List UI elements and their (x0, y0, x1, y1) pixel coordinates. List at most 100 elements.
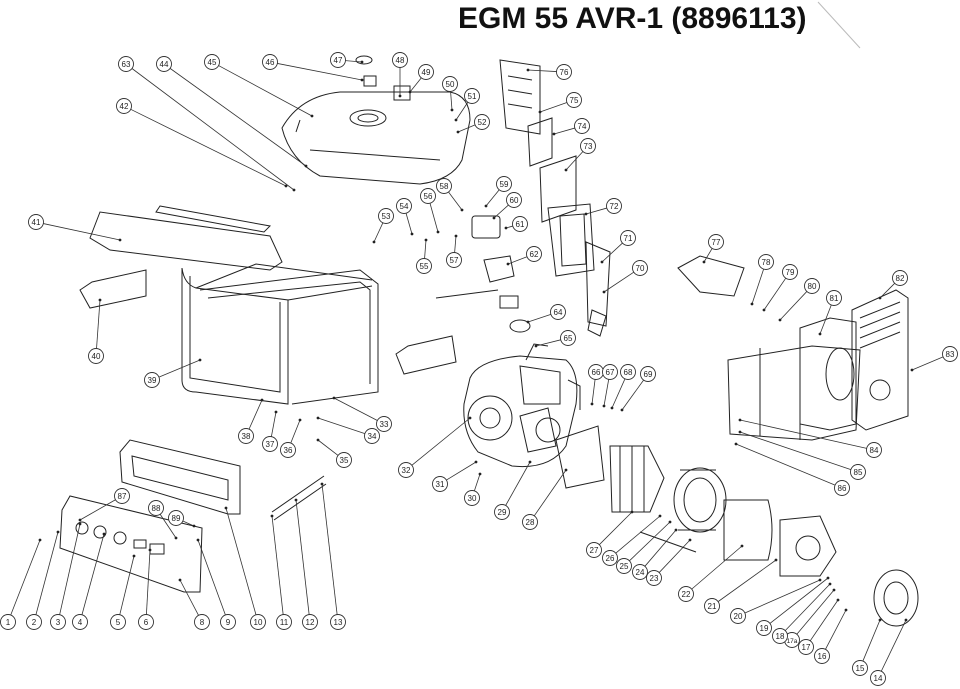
callout-number: 4 (78, 618, 83, 627)
leader-end-dot (844, 608, 848, 612)
part-callout: 55 (416, 258, 432, 274)
leader-end-dot (602, 290, 606, 294)
callout-circle (118, 56, 134, 72)
part-callout: 89 (168, 510, 184, 526)
callout-number: 77 (712, 238, 721, 247)
callout-circle (262, 436, 278, 452)
callout-number: 57 (450, 256, 459, 265)
leader-end-dot (828, 582, 832, 586)
leader-line (321, 483, 338, 615)
part-callout: 23 (646, 570, 662, 586)
leader-line (295, 499, 310, 615)
callout-number: 59 (500, 180, 509, 189)
fuel-tank (281, 91, 471, 185)
callout-number: 71 (624, 234, 633, 243)
leader-end-dot (538, 110, 542, 114)
callout-number: 32 (402, 466, 411, 475)
part-callout: 29 (494, 504, 510, 520)
callout-circle (866, 442, 882, 458)
leader-line (455, 102, 469, 121)
callout-number: 66 (592, 368, 601, 377)
callout-circle (474, 114, 490, 130)
part-callout: 31 (432, 476, 448, 492)
rear-housing (799, 317, 857, 431)
rotor (609, 445, 665, 513)
callout-number: 61 (516, 220, 525, 229)
leader-line (130, 108, 287, 187)
callout-circle (330, 52, 346, 68)
leader-end-dot (294, 498, 298, 502)
part-callout: 61 (512, 216, 528, 232)
callout-number: 22 (682, 590, 691, 599)
callout-circle (416, 258, 432, 274)
callout-number: 82 (896, 274, 905, 283)
fan-cover (873, 569, 919, 627)
callout-circle (496, 176, 512, 192)
fuel-filter (363, 75, 377, 87)
leader-end-dot (674, 528, 678, 532)
leader-end-dot (590, 402, 594, 406)
callout-number: 44 (160, 60, 169, 69)
leader-end-dot (468, 416, 472, 420)
leader-end-dot (450, 108, 454, 112)
leader-end-dot (316, 416, 320, 420)
callout-number: 62 (530, 250, 539, 259)
callout-number: 35 (340, 456, 349, 465)
leader-line (735, 443, 836, 486)
leader-line (448, 191, 463, 211)
callout-circle (138, 614, 154, 630)
leader-end-dot (148, 548, 152, 552)
leader-line (879, 283, 895, 299)
callout-number: 70 (636, 264, 645, 273)
leader-line (691, 545, 743, 590)
leader-end-dot (492, 216, 496, 220)
leader-line (197, 539, 226, 616)
callout-number: 31 (436, 480, 445, 489)
leader-end-dot (454, 118, 458, 122)
leader-end-dot (196, 538, 200, 542)
callout-circle (646, 570, 662, 586)
part-callout: 36 (280, 442, 296, 458)
callout-circle (116, 98, 132, 114)
leader-end-dot (552, 132, 556, 136)
leader-end-dot (102, 532, 106, 536)
leader-line (424, 239, 427, 259)
leader-line (411, 417, 471, 466)
part-callout: 6 (138, 614, 154, 630)
callout-number: 28 (526, 518, 535, 527)
callout-circle (392, 52, 408, 68)
leader-line (763, 277, 787, 311)
leader-end-dot (410, 232, 414, 236)
part-callout: 17 (798, 639, 814, 655)
leader-line (703, 248, 713, 263)
leader-end-dot (506, 262, 510, 266)
callout-circle (512, 216, 528, 232)
leader-end-dot (610, 406, 614, 410)
callout-number: 27 (590, 546, 599, 555)
leader-end-dot (360, 60, 364, 64)
part-callout: 74 (574, 118, 590, 134)
leader-line (345, 60, 363, 63)
callout-circle (0, 614, 16, 630)
leader-end-dot (910, 368, 914, 372)
leader-line (43, 223, 121, 241)
callout-number: 89 (172, 514, 181, 523)
callout-circle (782, 264, 798, 280)
leader-end-dot (564, 168, 568, 172)
callout-circle (446, 252, 462, 268)
leader-end-dot (424, 238, 428, 242)
frame (181, 263, 379, 405)
callout-circle (364, 428, 380, 444)
callout-number: 8 (200, 618, 205, 627)
part-callout: 37 (262, 436, 278, 452)
leader-end-dot (688, 538, 692, 542)
part-callout: 88 (148, 500, 164, 516)
part-callout: 81 (826, 290, 842, 306)
callout-number: 38 (242, 432, 251, 441)
leader-line (880, 619, 907, 672)
leader-line (317, 439, 339, 456)
generator-housing (723, 499, 837, 577)
callout-number: 29 (498, 508, 507, 517)
callout-number: 73 (584, 142, 593, 151)
